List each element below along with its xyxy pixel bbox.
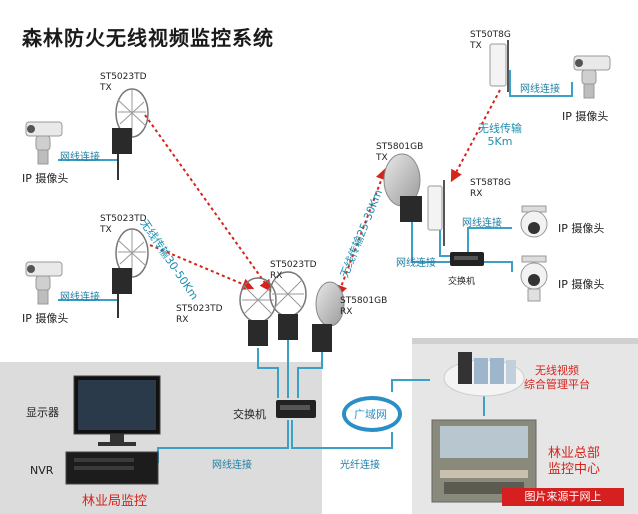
platform-label-line2: 综合管理平台 [524,378,590,391]
panel-antenna-t8g-tx [489,40,509,92]
ip-camera-3 [573,55,611,99]
gb-tx-model-role: TX [376,153,388,163]
gb-tx-model: ST5801GB TX [376,142,423,164]
wan-cloud [342,396,402,432]
bureau-panel [0,362,322,514]
monitor-device [73,375,161,446]
monitor-label: 显示器 [26,406,59,419]
wireless-label-5km-line2: 5Km [487,135,513,148]
wireless-label-5km: 无线传输 5Km [478,122,522,148]
t8g-tx-model-name: ST50T8G [470,30,511,40]
dome-camera-2 [520,255,548,302]
platform-label: 无线视频 综合管理平台 [524,364,590,392]
grid-dish-rx-b [269,271,307,340]
rx-left-model-role: RX [176,315,189,325]
rx-left-model: ST5023TD RX [176,304,223,326]
switch-label-central: 交换机 [233,408,266,421]
ip-camera-label-5: IP 摄像头 [558,278,605,291]
lan-wan-hq [391,379,430,392]
tx2-model: ST5023TD TX [100,214,147,236]
watermark-badge: 图片来源于网上 [502,488,624,506]
lan-t8gtx-cam [509,70,573,97]
tx2-model-name: ST5023TD [100,214,147,224]
wan-label: 广域网 [354,408,387,421]
hq-label-line1: 林业总部 [548,446,601,461]
t8g-rx-model: ST58T8G RX [470,178,511,200]
ip-camera-label-3: IP 摄像头 [562,110,609,123]
lan-switch-cam3 [467,227,512,256]
platform-label-line1: 无线视频 [535,364,579,377]
lan-gb-switch [411,222,450,263]
lan-label-top-right: 网线连接 [520,84,560,95]
fiber-switch-wan [291,420,393,449]
solid-dish-gb-rx [312,281,345,352]
wireless-arrow-tx2-rx [149,244,255,290]
gb-rx-model-name: ST5801GB [340,296,388,306]
bureau-label: 林业局监控 [82,494,148,509]
fiber-label: 光纤连接 [340,460,380,471]
tx1-model-role: TX [100,83,112,93]
dome-camera-1 [520,205,548,238]
rx-right-model-name: ST5023TD [270,260,317,270]
page-title: 森林防火无线视频监控系统 [22,26,274,50]
ip-camera-1 [25,121,63,165]
grid-dish-tx1 [112,88,149,180]
lan-switch-cam4 [472,261,513,272]
rx-right-model: ST5023TD RX [270,260,317,282]
lan-label-cam1: 网线连接 [60,152,100,163]
rx-right-model-role: RX [270,271,283,281]
rx-left-model-name: ST5023TD [176,304,223,314]
ip-camera-label-1: IP 摄像头 [22,172,69,185]
lan-label-dome: 网线连接 [462,218,502,229]
ip-camera-label-4: IP 摄像头 [558,222,605,235]
nvr-device [65,451,159,485]
tx1-model: ST5023TD TX [100,72,147,94]
ip-camera-label-2: IP 摄像头 [22,312,69,325]
lan-label-cam2: 网线连接 [60,292,100,303]
solid-dish-gb-tx [383,153,422,222]
t8g-rx-model-role: RX [470,189,483,199]
ip-camera-2 [25,261,63,305]
grid-dish-tx2 [112,228,149,318]
lan-label-gb: 网线连接 [396,258,436,269]
wireless-links [144,89,501,298]
gb-rx-model: ST5801GB RX [340,296,387,318]
lan-rx-switch-3 [297,352,323,398]
grid-dish-rx-a [239,277,277,346]
gb-tx-model-name: ST5801GB [376,142,424,152]
switch-right [450,252,484,266]
t8g-tx-model-role: TX [470,41,482,51]
switch-label-right: 交换机 [448,277,476,287]
hq-label: 林业总部 监控中心 [548,446,600,478]
panel-antenna-t8g-rx [427,180,445,246]
lan-label-bureau: 网线连接 [212,460,252,471]
tx1-model-name: ST5023TD [100,72,147,82]
wireless-label-5km-line1: 无线传输 [478,122,522,135]
switch-central [276,400,316,418]
tx2-model-role: TX [100,225,112,235]
platform-servers [443,352,525,397]
t8g-tx-model: ST50T8G TX [470,30,511,52]
hq-panel-top-strip [412,338,638,344]
lan-rx-switch-1 [257,348,279,398]
lan-lines [58,70,573,463]
nvr-label: NVR [30,464,54,477]
t8g-rx-model-name: ST58T8G [470,178,511,188]
gb-rx-model-role: RX [340,307,353,317]
hq-label-line2: 监控中心 [548,462,601,477]
wireless-arrow-5km [450,89,501,183]
wireless-arrow-gb [335,167,388,298]
